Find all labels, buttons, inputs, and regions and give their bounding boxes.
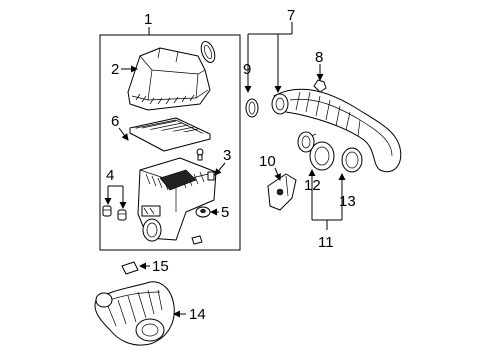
air-cleaner-cover: [127, 47, 211, 111]
callout-9: 9: [243, 61, 251, 78]
callout-5: 5: [221, 204, 229, 221]
coupler-clamp: [297, 131, 315, 153]
leader-lines: [104, 22, 346, 318]
duct-connector-8: [313, 79, 327, 93]
callout-1: 1: [144, 11, 152, 28]
air-cleaner-lower-housing: [137, 157, 217, 242]
callout-6: 6: [111, 113, 119, 130]
lower-intake-duct: [94, 281, 175, 346]
duct-clamp-left: [245, 98, 259, 118]
callout-11: 11: [318, 234, 334, 251]
callout-4: 4: [106, 167, 114, 184]
small-clip-15: [121, 261, 139, 275]
callout-10: 10: [259, 153, 276, 170]
fastener-clip: [196, 148, 204, 161]
callout-8: 8: [315, 49, 323, 66]
mounting-grommet-right: [117, 209, 127, 221]
duct-coupler: [305, 133, 335, 171]
mounting-grommet-left: [102, 205, 112, 217]
housing-bolt: [191, 235, 203, 245]
assembly-frame: [99, 34, 241, 251]
callout-3: 3: [223, 147, 231, 164]
cover-seal-ring: [200, 40, 216, 64]
housing-grommet: [195, 206, 211, 218]
callout-7: 7: [287, 7, 295, 24]
resonator-bracket: [267, 173, 297, 211]
housing-clip: [207, 171, 215, 181]
callout-13: 13: [339, 193, 356, 210]
callout-2: 2: [111, 61, 119, 78]
duct-clamp-right: [341, 147, 363, 173]
callout-14: 14: [189, 306, 206, 323]
intake-duct: [271, 88, 402, 173]
air-filter-element: [129, 117, 211, 152]
callout-12: 12: [304, 177, 321, 194]
callout-15: 15: [152, 258, 169, 275]
